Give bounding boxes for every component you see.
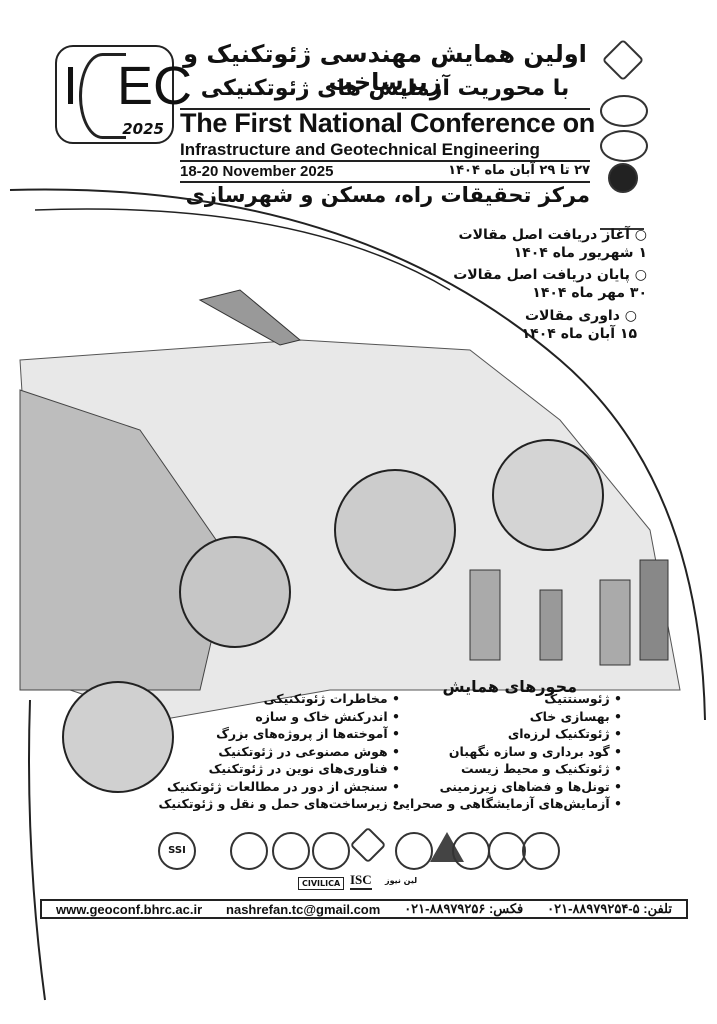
topic-item: اندرکنش خاک و سازه: [159, 708, 400, 726]
logo-year: 2025: [122, 120, 164, 138]
circle-bullet-icon: ○: [629, 227, 647, 243]
topics-list-left: مخاطرات ژئوتکنیکی اندرکنش خاک و سازه آمو…: [159, 690, 400, 813]
arc-line: [34, 208, 451, 291]
date-label: پایان دریافت اصل مقالات: [453, 267, 630, 283]
partner-logo-icon: [395, 832, 433, 870]
organizer-name: مرکز تحقیقات راه، مسکن و شهرسازی: [185, 183, 590, 207]
topic-item: سنجش از دور در مطالعات ژئوتکنیک: [159, 778, 400, 796]
isc-logo: ISC: [350, 872, 372, 890]
divider: [180, 160, 590, 162]
sponsor-logo-icon: [600, 95, 648, 127]
title-persian: اولین همایش مهندسی ژئوتکنیک و زیرساخت: [183, 40, 587, 96]
partner-logo-icon: [488, 832, 526, 870]
bhrc-logo-icon: [608, 163, 638, 193]
date-label: آغاز دریافت اصل مقالات: [458, 227, 630, 243]
partner-logo-icon: [522, 832, 560, 870]
topic-item: تونل‌ها و فضاهای زیرزمینی: [393, 778, 622, 796]
title-english: The First National Conference on: [180, 108, 595, 138]
building: [639, 559, 669, 661]
date-item: ○ داوری مقالات ۱۵ آبان ماه ۱۴۰۴: [522, 307, 637, 343]
topic-item: بهسازی خاک: [393, 708, 622, 726]
circle-bullet-icon: ○: [619, 308, 637, 324]
civilica-logo: CIVILICA: [298, 877, 345, 890]
partner-logo-icon: [452, 832, 490, 870]
date-value: ۱۵ آبان ماه ۱۴۰۴: [521, 326, 637, 342]
topic-item: آزمایش‌های آزمایشگاهی و صحرایی: [393, 795, 622, 813]
date-label: داوری مقالات: [524, 308, 620, 324]
ssi-text: SSI: [168, 845, 186, 856]
partner-logo-icon: [230, 832, 268, 870]
topics-list-right: ژئوسنتتیک بهسازی خاک ژئوتکنیک لرزه‌ای گو…: [393, 690, 622, 813]
partner-logo-icon: [312, 832, 350, 870]
photo-circle: [179, 536, 291, 648]
logo-letters-ec: EC: [117, 56, 193, 116]
circle-bullet-icon: ○: [629, 267, 647, 283]
date-item: ○ آغاز دریافت اصل مقالات ۱ شهریور ماه ۱۴…: [459, 226, 647, 262]
phone-number: تلفن: ۵-۸۸۹۷۹۲۵۴-۰۲۱: [547, 901, 672, 916]
building: [599, 579, 631, 666]
photo-circle: [492, 439, 604, 551]
arc-line: [28, 699, 46, 1001]
conference-logo: I EC 2025: [55, 45, 192, 144]
topic-item: زیرساخت‌های حمل و نقل و ژئوتکنیک: [159, 795, 400, 813]
photo-circle: [334, 469, 456, 591]
divider: [180, 181, 590, 183]
date-value: ۱ شهریور ماه ۱۴۰۴: [513, 245, 647, 261]
date-value: ۳۰ مهر ماه ۱۴۰۴: [532, 285, 647, 301]
divider: [180, 108, 590, 110]
logo-globe-icon: [79, 53, 126, 139]
building: [469, 569, 501, 661]
date-persian: ۲۷ تا ۲۹ آبان ماه ۱۴۰۴: [448, 163, 590, 178]
topic-item: ژئوسنتتیک: [393, 690, 622, 708]
arc-line: [9, 188, 706, 721]
contact-footer: www.geoconf.bhrc.ac.ir nashrefan.tc@gmai…: [40, 899, 688, 919]
website-link[interactable]: www.geoconf.bhrc.ac.ir: [56, 901, 203, 917]
date-item: ○ پایان دریافت اصل مقالات ۳۰ مهر ماه ۱۴۰…: [453, 266, 647, 302]
photo-circle: [62, 681, 174, 793]
subtitle-persian: با محوریت آزمایش های ژئوتکنیکی: [200, 76, 570, 101]
topic-item: آموخته‌ها از پروژه‌های بزرگ: [159, 725, 400, 743]
subtitle-english: Infrastructure and Geotechnical Engineer…: [180, 140, 540, 159]
logo-letter-i: I: [63, 56, 79, 116]
topic-item: هوش مصنوعی در ژئوتکنیک: [159, 743, 400, 761]
excavator: [198, 289, 302, 346]
email-link[interactable]: nashrefan.tc@gmail.com: [226, 901, 381, 917]
sponsor-logo-icon: [600, 200, 644, 230]
topic-item: ژئوتکنیک لرزه‌ای: [393, 725, 622, 743]
topic-item: ژئوتکنیک و محیط زیست: [393, 760, 622, 778]
linnews-logo: لین نیوز: [385, 876, 418, 885]
fax-number: فکس: ۸۸۹۷۹۲۵۶-۰۲۱: [404, 901, 524, 916]
topic-item: گود برداری و سازه نگهبان: [393, 743, 622, 761]
sponsor-logo-icon: [600, 130, 648, 162]
date-english: 18-20 November 2025: [180, 163, 334, 180]
building: [539, 589, 563, 661]
ssi-logo: SSI: [158, 832, 196, 870]
topic-item: فناوری‌های نوین در ژئوتکنیک: [159, 760, 400, 778]
topic-item: مخاطرات ژئوتکنیکی: [159, 690, 400, 708]
partner-logo-icon: [272, 832, 310, 870]
